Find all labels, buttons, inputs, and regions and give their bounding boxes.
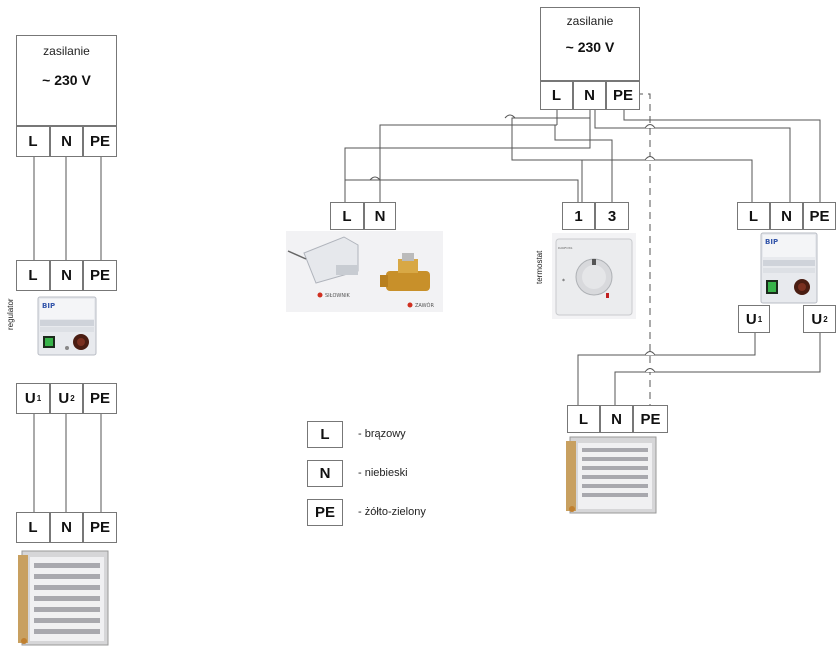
actuator-terminal-n: N bbox=[364, 202, 396, 230]
left-heater-image bbox=[18, 550, 109, 646]
svg-text:BIP: BIP bbox=[42, 302, 55, 310]
right-supply-voltage: ~ 230 V bbox=[565, 39, 615, 55]
thermostat-terminal-3: 3 bbox=[595, 202, 629, 230]
valve-caption: ZAWÓR bbox=[415, 302, 434, 309]
right-u1-sub: 1 bbox=[757, 314, 763, 324]
left-regulator-out-terminal-pe: PE bbox=[83, 383, 117, 414]
right-regulator-image: BIP bbox=[760, 232, 818, 304]
right-supply-title: zasilanie bbox=[566, 14, 614, 28]
right-supply-terminal-pe: PE bbox=[606, 81, 640, 110]
legend-symbol-pe: PE bbox=[307, 499, 343, 526]
thermostat-label: termostat bbox=[535, 250, 544, 284]
thermostat-terminal-1: 1 bbox=[562, 202, 595, 230]
right-heater-terminal-pe: PE bbox=[633, 405, 668, 433]
left-supply-title: zasilanie bbox=[43, 44, 90, 58]
left-supply-terminal-n: N bbox=[50, 126, 83, 157]
left-u1-sub: 1 bbox=[36, 394, 42, 403]
right-heater-image bbox=[566, 436, 657, 514]
right-regulator-in-terminal-pe: PE bbox=[803, 202, 836, 230]
svg-text:DANFOSS: DANFOSS bbox=[558, 246, 573, 250]
right-supply-terminal-l: L bbox=[540, 81, 573, 110]
right-supply-box: zasilanie ~ 230 V bbox=[540, 7, 640, 81]
left-regulator-in-terminal-pe: PE bbox=[83, 260, 117, 291]
actuator-valve-image: SIŁOWNIK ZAWÓR bbox=[286, 231, 443, 312]
left-heater-terminal-n: N bbox=[50, 512, 83, 543]
left-heater-terminal-pe: PE bbox=[83, 512, 117, 543]
right-supply-terminal-n: N bbox=[573, 81, 606, 110]
legend-text-l: - brązowy bbox=[358, 428, 406, 440]
legend-text-pe: - żółto-zielony bbox=[358, 506, 426, 518]
left-supply-box: zasilanie ~ 230 V bbox=[16, 35, 117, 126]
actuator-caption: SIŁOWNIK bbox=[325, 293, 351, 299]
svg-text:BIP: BIP bbox=[765, 238, 778, 246]
left-regulator-image: BIP bbox=[37, 296, 97, 356]
right-heater-terminal-n: N bbox=[600, 405, 633, 433]
right-regulator-in-terminal-n: N bbox=[770, 202, 803, 230]
right-u2-main: U bbox=[811, 310, 823, 328]
svg-text:*: * bbox=[562, 278, 565, 285]
thermostat-image: * DANFOSS bbox=[552, 233, 636, 319]
left-supply-terminal-l: L bbox=[16, 126, 50, 157]
legend-symbol-n: N bbox=[307, 460, 343, 487]
left-heater-terminal-l: L bbox=[16, 512, 50, 543]
legend-text-n: - niebieski bbox=[358, 467, 408, 479]
left-regulator-label: regulator bbox=[6, 298, 15, 330]
right-heater-terminal-l: L bbox=[567, 405, 600, 433]
right-u2-sub: 2 bbox=[823, 314, 828, 324]
left-u2-main: U bbox=[58, 390, 70, 407]
actuator-terminal-l: L bbox=[330, 202, 364, 230]
right-regulator-in-terminal-l: L bbox=[737, 202, 770, 230]
legend-symbol-l: L bbox=[307, 421, 343, 448]
left-regulator-in-terminal-l: L bbox=[16, 260, 50, 291]
left-supply-terminal-pe: PE bbox=[83, 126, 117, 157]
left-u2-sub: 2 bbox=[70, 394, 75, 403]
left-supply-voltage: ~ 230 V bbox=[42, 72, 91, 88]
left-u1-main: U bbox=[24, 390, 36, 407]
left-regulator-in-terminal-n: N bbox=[50, 260, 83, 291]
right-u1-main: U bbox=[745, 310, 757, 328]
